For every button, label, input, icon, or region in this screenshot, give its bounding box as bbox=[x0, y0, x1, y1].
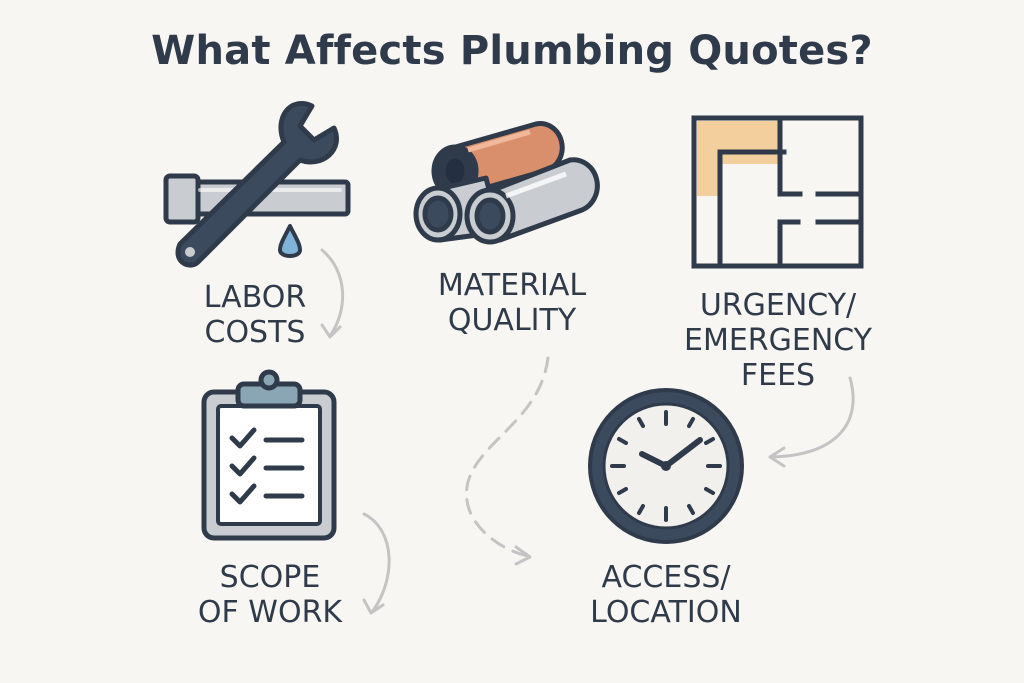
page-title: What Affects Plumbing Quotes? bbox=[151, 28, 873, 74]
label-urgency-emergency-fees: URGENCY/ EMERGENCY FEES bbox=[683, 288, 873, 393]
connector-arrows bbox=[320, 248, 855, 615]
label-access-location: ACCESS/ LOCATION bbox=[590, 560, 742, 630]
label-labor-costs: LABOR COSTS bbox=[203, 280, 307, 350]
wrench-pipe-icon bbox=[163, 101, 351, 268]
arrow-scope bbox=[362, 512, 391, 614]
clock-icon bbox=[588, 388, 744, 544]
arrow-urgency bbox=[770, 376, 855, 459]
label-scope-of-work: SCOPE OF WORK bbox=[197, 560, 343, 630]
arrowhead-urgency bbox=[768, 446, 786, 468]
clock-ticks bbox=[610, 410, 722, 522]
checklist bbox=[229, 427, 305, 505]
arrowhead-scope bbox=[362, 598, 385, 615]
arrowhead-material bbox=[514, 545, 532, 566]
label-material-quality: MATERIAL QUALITY bbox=[437, 268, 587, 338]
floor-plan-icon bbox=[691, 115, 864, 269]
arrow-material bbox=[465, 356, 550, 558]
clipboard-checklist-icon bbox=[201, 369, 337, 541]
arrow-labor bbox=[320, 248, 345, 338]
water-drop-icon bbox=[278, 224, 302, 258]
wrench-shape bbox=[175, 101, 339, 268]
arrowhead-labor bbox=[320, 323, 342, 339]
pipes-icon bbox=[413, 121, 600, 245]
